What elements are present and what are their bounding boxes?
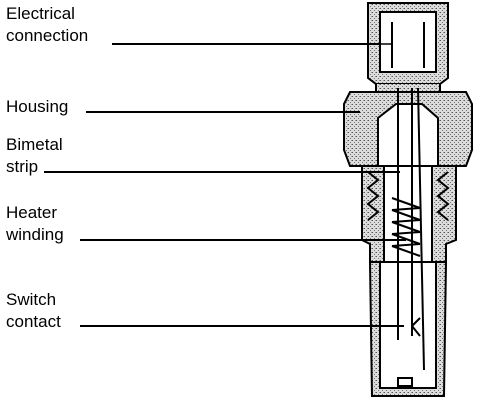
housing-bore — [377, 103, 439, 167]
label-switch-contact: Switch contact — [6, 289, 61, 333]
label-line: Electrical — [6, 4, 75, 23]
label-line: Switch — [6, 290, 57, 309]
label-line: Bimetal — [6, 135, 63, 154]
label-line: Housing — [6, 97, 69, 116]
thread-left — [366, 171, 380, 221]
label-bimetal-strip: Bimetal strip — [6, 134, 63, 178]
label-line: Heater — [6, 203, 58, 222]
label-line: strip — [6, 157, 39, 176]
thread-right — [436, 171, 450, 221]
label-housing: Housing — [6, 96, 68, 118]
switch-contact-mark — [397, 317, 421, 340]
connector-cavity — [379, 11, 437, 73]
connector-neck — [375, 84, 441, 93]
heater-coil — [391, 197, 421, 257]
label-line: contact — [6, 312, 61, 331]
label-heater-winding: Heater winding — [6, 202, 64, 246]
label-electrical-connection: Electrical connection — [6, 3, 88, 47]
label-line: connection — [6, 26, 89, 45]
label-line: winding — [6, 225, 64, 244]
